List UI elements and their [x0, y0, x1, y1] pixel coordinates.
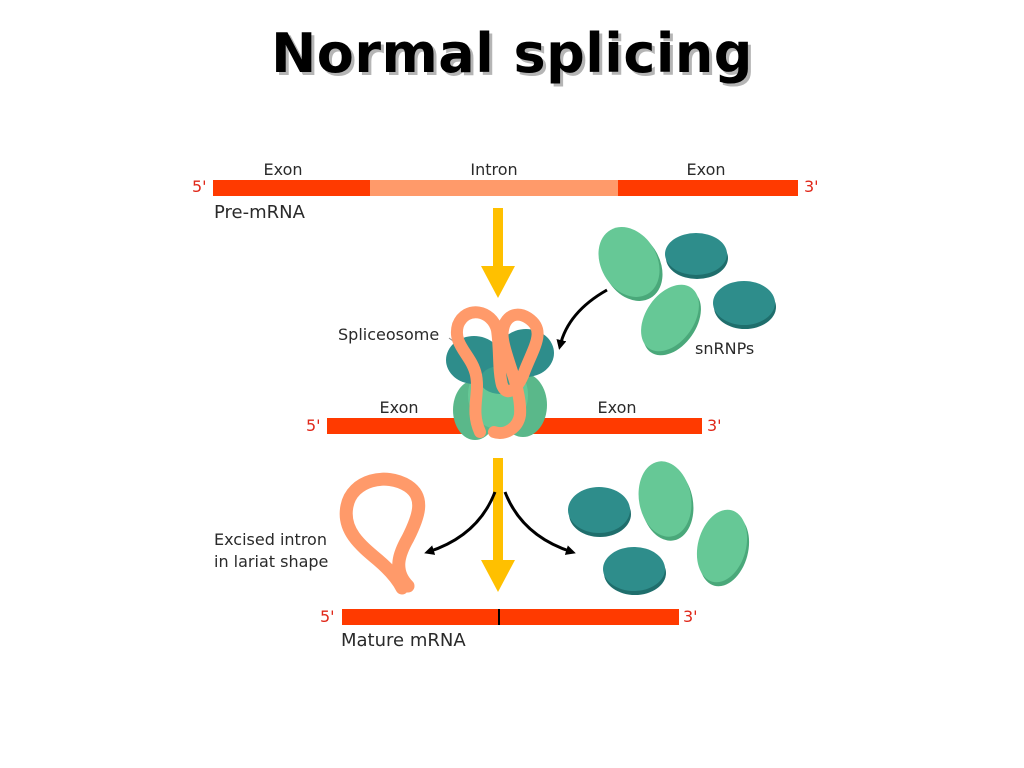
mature-mrna-bar [342, 609, 679, 625]
snrnps-label: snRNPs [695, 339, 754, 358]
spliceosome-label: Spliceosome [338, 325, 439, 344]
snrnps-cluster [598, 227, 776, 356]
lariat-label-line1: Excised intron [214, 530, 327, 549]
pre-mrna-three-prime: 3' [804, 177, 819, 196]
curved-arrow-icon [556, 288, 608, 350]
spliceosome-exon-left [327, 418, 487, 434]
pre-mrna-name: Pre-mRNA [214, 202, 306, 223]
arrow-to-snrnps-icon [503, 491, 576, 555]
pre-mrna-intron [370, 180, 618, 196]
mature-mrna-name: Mature mRNA [341, 630, 466, 651]
pre-mrna-intron-label: Intron [470, 160, 517, 179]
spliceosome-exon-right-label: Exon [597, 398, 636, 417]
lariat-label-line2: in lariat shape [214, 552, 328, 571]
pre-mrna-exon-right-label: Exon [686, 160, 725, 179]
mature-five-prime: 5' [320, 607, 335, 626]
mature-three-prime: 3' [683, 607, 698, 626]
arrow-to-lariat-icon [424, 491, 497, 555]
released-snrnps [568, 461, 750, 595]
pre-mrna-exon-left [213, 180, 370, 196]
yellow-arrow-down-icon [481, 458, 515, 592]
pre-mrna-exon-right [618, 180, 798, 196]
spliceosome-exon-left-label: Exon [379, 398, 418, 417]
spliceosome-three-prime: 3' [707, 416, 722, 435]
spliceosome-five-prime: 5' [306, 416, 321, 435]
pre-mrna-exon-left-label: Exon [263, 160, 302, 179]
pre-mrna: Exon Intron Exon 5' 3' Pre-mRNA [192, 160, 819, 223]
spliceosome-complex [446, 306, 554, 440]
slide-title: Normal splicing [271, 22, 753, 85]
yellow-arrow-down-icon [481, 208, 515, 298]
excised-intron-lariat [339, 472, 426, 595]
spliceosome-exon-right [520, 418, 702, 434]
pre-mrna-five-prime: 5' [192, 177, 207, 196]
